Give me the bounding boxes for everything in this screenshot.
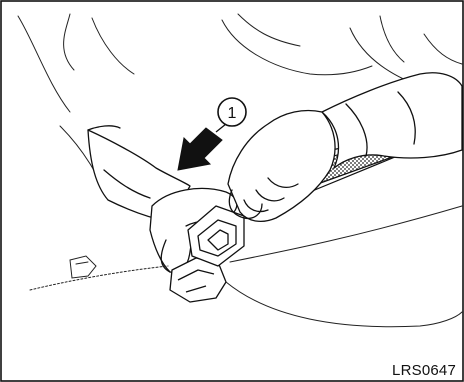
seat-contours — [30, 206, 462, 327]
callout-leader-line — [216, 124, 226, 132]
figure-code: LRS0647 — [392, 362, 456, 379]
right-sleeve — [322, 73, 462, 168]
callout-marker: 1 — [218, 98, 246, 126]
press-direction-arrow — [178, 128, 222, 170]
callout-number: 1 — [228, 105, 237, 122]
right-hand — [228, 111, 335, 222]
